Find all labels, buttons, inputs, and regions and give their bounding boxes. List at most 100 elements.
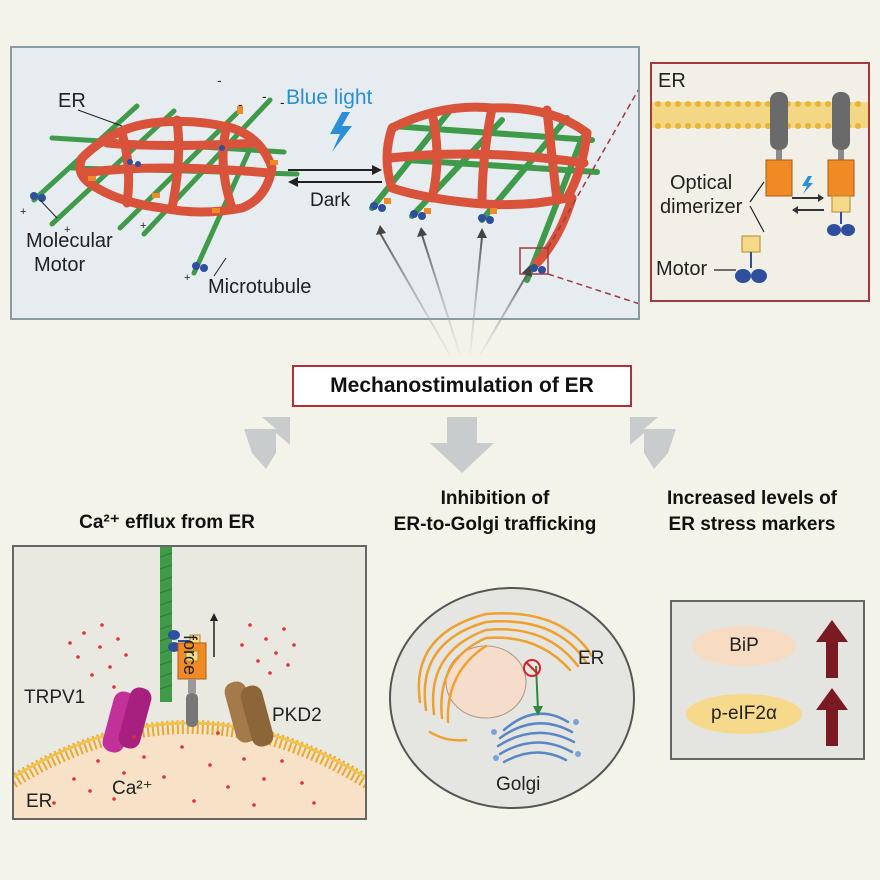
minus-sign-4: - [280,94,285,110]
optical-dimerizer-label-2: dimerizer [660,196,743,218]
inhibition-slash [525,661,539,675]
calcium-label: Ca²⁺ [112,778,153,799]
mechanostimulation-label: Mechanostimulation of ER [330,374,594,397]
trafficking-heading-line1: Inhibition of [440,488,550,509]
microtubule-vertical [160,547,172,702]
calcium-efflux-panel: force TRPV1 PKD2 Ca²⁺ ER [12,545,367,820]
mechanostimulation-box: Mechanostimulation of ER [292,365,632,407]
stress-heading-line1: Increased levels of [666,488,838,509]
zoom-motor-label: Motor [656,258,708,280]
dimer-partner-right [831,195,851,213]
zoom-source-box [519,247,549,275]
inhibition-icon [523,659,541,677]
dimerizer-schematic [652,92,868,283]
golgi-stacks [496,712,576,764]
minus-sign-3: - [262,88,267,104]
force-arrowheads [376,225,532,277]
calcium-schematic [14,547,365,818]
outcome-arrow-right [630,417,676,469]
zoom-er-label: ER [658,70,686,92]
dimer-partner-free [741,235,761,253]
forward-arrowhead [372,165,382,175]
plus-sign-4: + [184,272,191,284]
microtubule-striations [159,552,173,690]
microtubule-label: Microtubule [208,276,312,298]
bip-label: BiP [729,635,759,656]
motor-head-right-2 [841,224,855,236]
er-stress-panel: BiP p-eIF2α [670,600,865,760]
force-label: force [180,635,200,676]
ca-efflux-heading: Ca²⁺ efflux from ER [79,512,255,533]
ca-er-label: ER [26,791,53,812]
pkd2-channel [224,681,274,747]
golgi-vesicles [491,719,581,761]
peif2a-label: p-eIF2α [711,703,777,724]
linker-left [776,150,782,160]
increase-arrows [816,620,848,746]
er-microtubule-network [30,88,638,305]
dimerizer-inner [185,650,199,662]
er-cisternae [417,612,594,742]
er-lumen [14,727,365,818]
peif2a-oval: p-eIF2α [686,694,802,734]
outcome-arrow-left [244,417,290,469]
er-network-right [382,102,592,268]
zoom-line-top [547,88,638,249]
er-network-left [75,115,277,217]
er-label: ER [58,90,86,112]
zoom-light-bolt-icon [802,176,813,194]
motor-head-free-1 [735,269,751,283]
blue-light-bolt-icon [330,112,352,152]
dark-label: Dark [310,190,351,211]
dimerizer-left [765,159,793,197]
blue-light-label: Blue light [286,86,373,109]
force-arrows [379,232,529,356]
pkd2-label: PKD2 [272,705,322,726]
linker-right [838,150,844,160]
motors-right [370,202,546,274]
anchor-left [770,92,788,150]
anchor-right [832,92,850,150]
cell-er-label: ER [578,648,605,669]
zoom-reverse-arrowhead [792,206,798,214]
cell-schematic [389,587,635,809]
reverse-arrowhead [288,177,298,187]
trafficking-arrowhead [533,706,543,716]
dimerizer-marks-left [88,106,278,213]
trafficking-heading-line2: ER-to-Golgi trafficking [393,514,597,535]
optical-dimerizer-zoom-panel: ER Optical dimerizer Motor [650,62,870,302]
plus-sign-2: + [64,224,71,236]
dimerizer-pointer-2 [749,205,765,233]
outcome-arrow-center [430,417,494,473]
cell-diagram: ER Golgi [386,582,638,812]
zoom-forward-arrowhead [818,194,824,202]
trpv1-label: TRPV1 [24,687,86,708]
microtubule-pointer [213,257,227,277]
dimerizer-right [827,159,855,197]
motor-head-2 [168,642,180,652]
optical-dimerizer-label-1: Optical [670,172,733,194]
anchor-linker [188,679,196,693]
trpv1-channel [102,687,152,753]
minus-sign-1: - [217,72,222,88]
motor-head-1 [168,630,180,640]
golgi-label: Golgi [496,774,541,795]
zoom-line-bottom [547,273,638,305]
molecular-motor-label-2: Motor [34,254,86,276]
converging-force-arrows [376,225,532,356]
outcome-arrows [244,417,676,473]
stress-heading-line2: ER stress markers [668,514,836,535]
membrane-anchor [186,693,198,727]
bip-oval: BiP [692,626,796,666]
plus-sign-3: + [140,220,147,232]
plus-sign-1: + [20,206,27,218]
dimerizer-marks-right [384,198,497,214]
motor-head-free-2 [751,269,767,283]
minus-sign-2: - [238,96,243,112]
molecular-motor-label-1: Molecular [26,230,113,252]
bip-up-arrow-icon [816,620,848,678]
er-pointer [77,109,123,127]
motor-head-right-1 [827,224,841,236]
calcium-ions [52,623,316,807]
peif2a-up-arrow-icon [816,688,848,746]
